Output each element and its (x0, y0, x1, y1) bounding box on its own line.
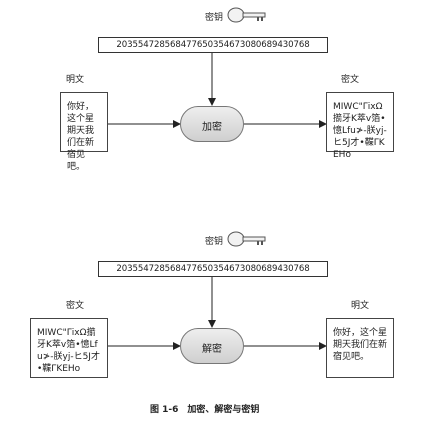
decrypt-input-label: 密文 (66, 301, 85, 311)
figure-caption: 图 1-6 加密、解密与密钥 (150, 405, 260, 415)
decrypt-process-label: 解密 (202, 344, 222, 355)
decrypt-key-value: 203554728568477650354673080689430768 (98, 261, 328, 277)
decrypt-key-label: 密钥 (205, 237, 224, 247)
encrypt-key-label: 密钥 (205, 13, 224, 23)
encrypt-key-value: 20355472856847765035467308068943076​8 (98, 37, 328, 53)
encrypt-output-document: MIWC"ΓixΩ擶牙K萃v箔•憶Lfu≯-朕yj-ヒ5J才•鞢ΓKEHo (326, 92, 394, 160)
encrypt-input-label: 明文 (66, 75, 85, 85)
decrypt-input-document: MIWC"ΓixΩ擶牙K萃v箔•憶Lfu≯-朕yj-ヒ5J才•鞢ΓKEHo (30, 318, 108, 378)
key-icon (227, 231, 266, 247)
encrypt-process-label: 加密 (202, 122, 222, 133)
decrypt-output-label: 明文 (351, 301, 370, 311)
key-icon (227, 7, 266, 23)
decrypt-process-node: 解密 (180, 328, 244, 364)
decrypt-output-document: 你好，这个星期天我们在新宿见吧。 (326, 318, 394, 378)
encrypt-process-node: 加密 (180, 106, 244, 142)
encrypt-input-document: 你好，这个星期天我们在新宿见吧。 (60, 92, 108, 172)
encrypt-output-label: 密文 (341, 75, 360, 85)
